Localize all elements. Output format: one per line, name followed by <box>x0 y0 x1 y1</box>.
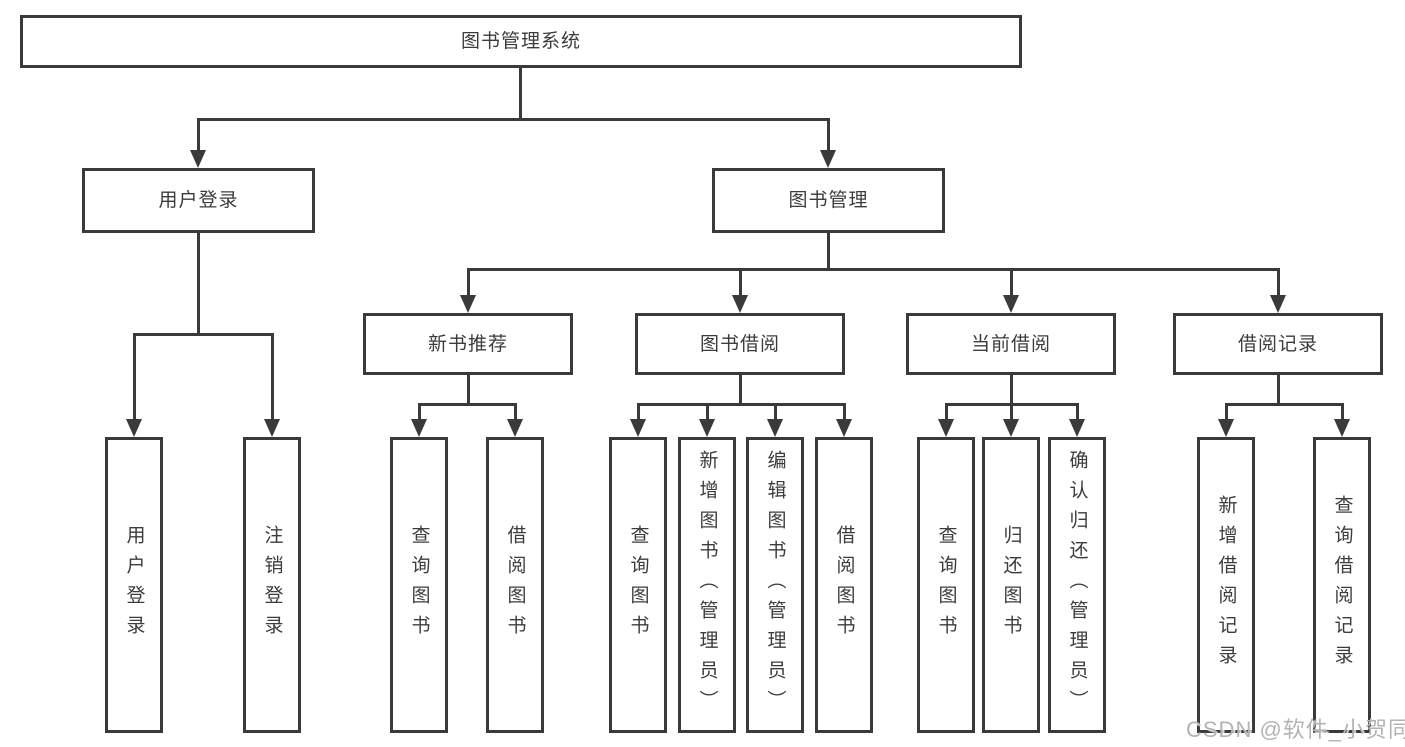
arrow-down-icon <box>460 295 476 313</box>
connector-line <box>418 403 421 421</box>
arrow-down-icon <box>190 150 206 168</box>
arrow-down-icon <box>507 419 523 437</box>
connector-line <box>1010 268 1013 297</box>
connector-line <box>467 268 470 297</box>
connector-line <box>1341 403 1344 421</box>
arrow-down-icon <box>1069 419 1085 437</box>
arrow-down-icon <box>767 419 783 437</box>
leaf-logout: 注销登录 <box>243 437 301 733</box>
arrow-down-icon <box>836 419 852 437</box>
connector-line <box>1277 268 1280 297</box>
connector-line <box>637 403 640 421</box>
leaf-borrow-books-recommend: 借阅图书 <box>486 437 544 733</box>
connector-line <box>197 118 200 152</box>
leaf-query-books-borrow: 查询图书 <box>609 437 667 733</box>
connector-line <box>1076 403 1079 421</box>
connector-line <box>827 233 830 271</box>
connector-line <box>1010 375 1013 406</box>
arrow-down-icon <box>699 419 715 437</box>
leaf-edit-books-admin: 编辑图书（管理员） <box>746 437 804 733</box>
node-new-book-recommend: 新书推荐 <box>363 313 573 375</box>
leaf-user-login: 用户登录 <box>105 437 163 733</box>
arrow-down-icon <box>630 419 646 437</box>
arrow-down-icon <box>1334 419 1350 437</box>
connector-line <box>739 375 742 406</box>
connector-line <box>637 403 846 406</box>
connector-line <box>418 403 517 406</box>
connector-line <box>133 333 136 421</box>
connector-line <box>774 403 777 421</box>
leaf-add-books-admin: 新增图书（管理员） <box>678 437 736 733</box>
connector-line <box>843 403 846 421</box>
arrow-down-icon <box>411 419 427 437</box>
node-book-management: 图书管理 <box>712 168 945 233</box>
connector-line <box>945 403 948 421</box>
connector-line <box>1010 403 1013 421</box>
connector-line <box>519 68 522 121</box>
connector-line <box>706 403 709 421</box>
csdn-watermark: CSDN @软件_小贺同学 <box>1186 717 1405 742</box>
arrow-down-icon <box>938 419 954 437</box>
leaf-borrow-books: 借阅图书 <box>815 437 873 733</box>
node-current-borrowing: 当前借阅 <box>906 313 1116 375</box>
node-borrowing-records: 借阅记录 <box>1173 313 1383 375</box>
connector-line <box>197 233 200 336</box>
arrow-down-icon <box>732 295 748 313</box>
node-book-borrowing: 图书借阅 <box>635 313 845 375</box>
node-user-login: 用户登录 <box>82 168 315 233</box>
connector-line <box>197 118 830 121</box>
connector-line <box>827 118 830 152</box>
arrow-down-icon <box>126 419 142 437</box>
leaf-query-books-current: 查询图书 <box>917 437 975 733</box>
arrow-down-icon <box>1218 419 1234 437</box>
node-library-system: 图书管理系统 <box>20 15 1022 68</box>
leaf-add-borrow-record: 新增借阅记录 <box>1197 437 1255 733</box>
connector-line <box>1277 375 1280 406</box>
connector-line <box>467 375 470 406</box>
arrow-down-icon <box>1003 419 1019 437</box>
arrow-down-icon <box>264 419 280 437</box>
connector-line <box>467 268 1280 271</box>
connector-line <box>514 403 517 421</box>
leaf-confirm-return-admin: 确认归还（管理员） <box>1048 437 1106 733</box>
arrow-down-icon <box>1003 295 1019 313</box>
leaf-return-books: 归还图书 <box>982 437 1040 733</box>
leaf-query-borrow-record: 查询借阅记录 <box>1313 437 1371 733</box>
connector-line <box>739 268 742 297</box>
arrow-down-icon <box>820 150 836 168</box>
leaf-query-books-recommend: 查询图书 <box>390 437 448 733</box>
connector-line <box>133 333 274 336</box>
connector-line <box>1225 403 1228 421</box>
arrow-down-icon <box>1270 295 1286 313</box>
connector-line <box>1225 403 1344 406</box>
connector-line <box>271 333 274 421</box>
